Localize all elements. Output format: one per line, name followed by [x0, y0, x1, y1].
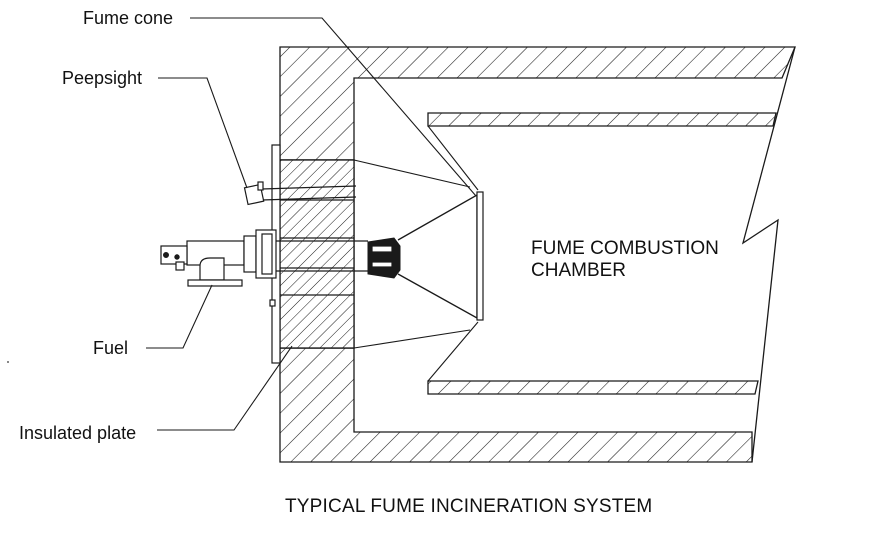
fuel-valve: [160, 245, 188, 265]
label-peepsight: Peepsight: [62, 68, 142, 88]
peepsight-leader: [158, 77, 248, 189]
fuel-flange: [187, 279, 243, 287]
fuel-leader: [146, 284, 213, 349]
chamber-break-line: [741, 46, 796, 463]
label-fume-cone: Fume cone: [83, 8, 173, 28]
label-chamber-line2: CHAMBER: [531, 260, 626, 281]
fuel-elbow: [199, 257, 225, 281]
upper-baffle: [427, 112, 777, 127]
diagram-caption: TYPICAL FUME INCINERATION SYSTEM: [285, 496, 652, 517]
label-insulated-plate: Insulated plate: [19, 423, 136, 443]
insulated-plate-leader: [157, 345, 293, 431]
lower-baffle: [427, 380, 759, 395]
burner-head: [367, 237, 401, 279]
fume-cone-shape: [397, 193, 478, 320]
fume-cone-rim: [476, 191, 484, 321]
refractory-wall-bottom: [279, 347, 753, 463]
insulated-plate-block: [279, 159, 355, 349]
fume-cone-leader: [190, 17, 477, 197]
label-chamber-line1: FUME COMBUSTION: [531, 238, 719, 259]
refractory-wall: [279, 46, 796, 161]
peepsight-tube: [261, 185, 357, 201]
label-fuel: Fuel: [93, 338, 128, 358]
